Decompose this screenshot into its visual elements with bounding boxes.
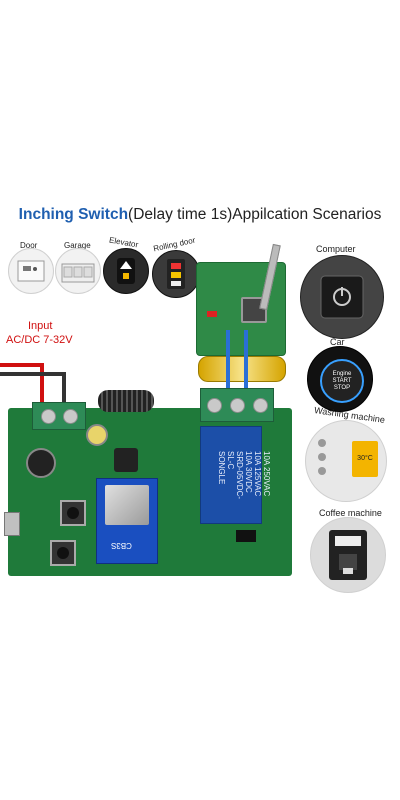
door-icon xyxy=(8,248,54,294)
computer-power-icon xyxy=(300,255,384,339)
black-wire-vertical xyxy=(62,372,66,412)
capacitor xyxy=(26,448,56,478)
usb-port xyxy=(4,512,20,536)
module-label: CB3S xyxy=(111,541,132,550)
inductor xyxy=(114,448,138,472)
relay-rating-2: 10A 125VAC xyxy=(253,451,262,497)
car-button-line-1: Engine xyxy=(332,370,352,377)
scenario-label-coffee-machine: Coffee machine xyxy=(319,508,382,518)
elevator-icon xyxy=(103,248,149,294)
scenario-label-garage: Garage xyxy=(64,241,91,250)
black-wire-horizontal xyxy=(0,372,66,376)
car-button-line-2: START xyxy=(332,377,352,384)
coffee-machine-icon xyxy=(310,517,386,593)
car-start-icon: Engine START STOP xyxy=(307,346,373,412)
pcb-button-1 xyxy=(60,500,86,526)
rolling-door-icon xyxy=(152,250,200,298)
pcb-button-2 xyxy=(50,540,76,566)
capacitor-small xyxy=(86,424,108,446)
main-pcb: CB3S 10A 250VAC 10A 125VAC 10A 30VDC SRD… xyxy=(4,388,292,576)
blue-wire-1 xyxy=(226,330,230,406)
washing-machine-icon: 30°C xyxy=(305,420,387,502)
title-highlight: Inching Switch xyxy=(18,206,129,223)
page-title: Inching Switch(Delay time 1s)Appilcation… xyxy=(0,206,400,224)
washer-display: 30°C xyxy=(352,441,378,477)
antenna-coil xyxy=(98,390,154,412)
input-voltage-label: AC/DC 7-32V xyxy=(6,334,73,346)
relay: 10A 250VAC 10A 125VAC 10A 30VDC SRD-05VD… xyxy=(200,426,271,524)
input-terminal xyxy=(32,402,86,430)
relay-rating-3: 10A 30VDC xyxy=(244,451,253,493)
wifi-module: CB3S xyxy=(96,478,158,564)
scenario-label-door: Door xyxy=(20,241,38,250)
relay-model: SRD-05VDC-SL-C xyxy=(226,451,244,500)
input-label: Input xyxy=(28,320,53,332)
relay-driver-chip xyxy=(236,530,256,542)
remote-led xyxy=(207,311,217,317)
car-button-line-3: STOP xyxy=(333,384,351,391)
relay-brand: SONGLE xyxy=(217,451,226,485)
scenario-label-car: Car xyxy=(330,337,345,347)
title-rest: (Delay time 1s)Appilcation Scenarios xyxy=(128,206,382,223)
scenario-label-computer: Computer xyxy=(316,244,356,254)
battery xyxy=(198,356,286,382)
blue-wire-2 xyxy=(244,330,248,406)
output-terminal xyxy=(200,388,274,422)
red-wire-vertical xyxy=(40,363,44,411)
red-wire-horizontal xyxy=(0,363,44,367)
module-shield xyxy=(105,485,149,525)
relay-rating-1: 10A 250VAC xyxy=(262,451,271,497)
garage-icon xyxy=(55,248,101,294)
